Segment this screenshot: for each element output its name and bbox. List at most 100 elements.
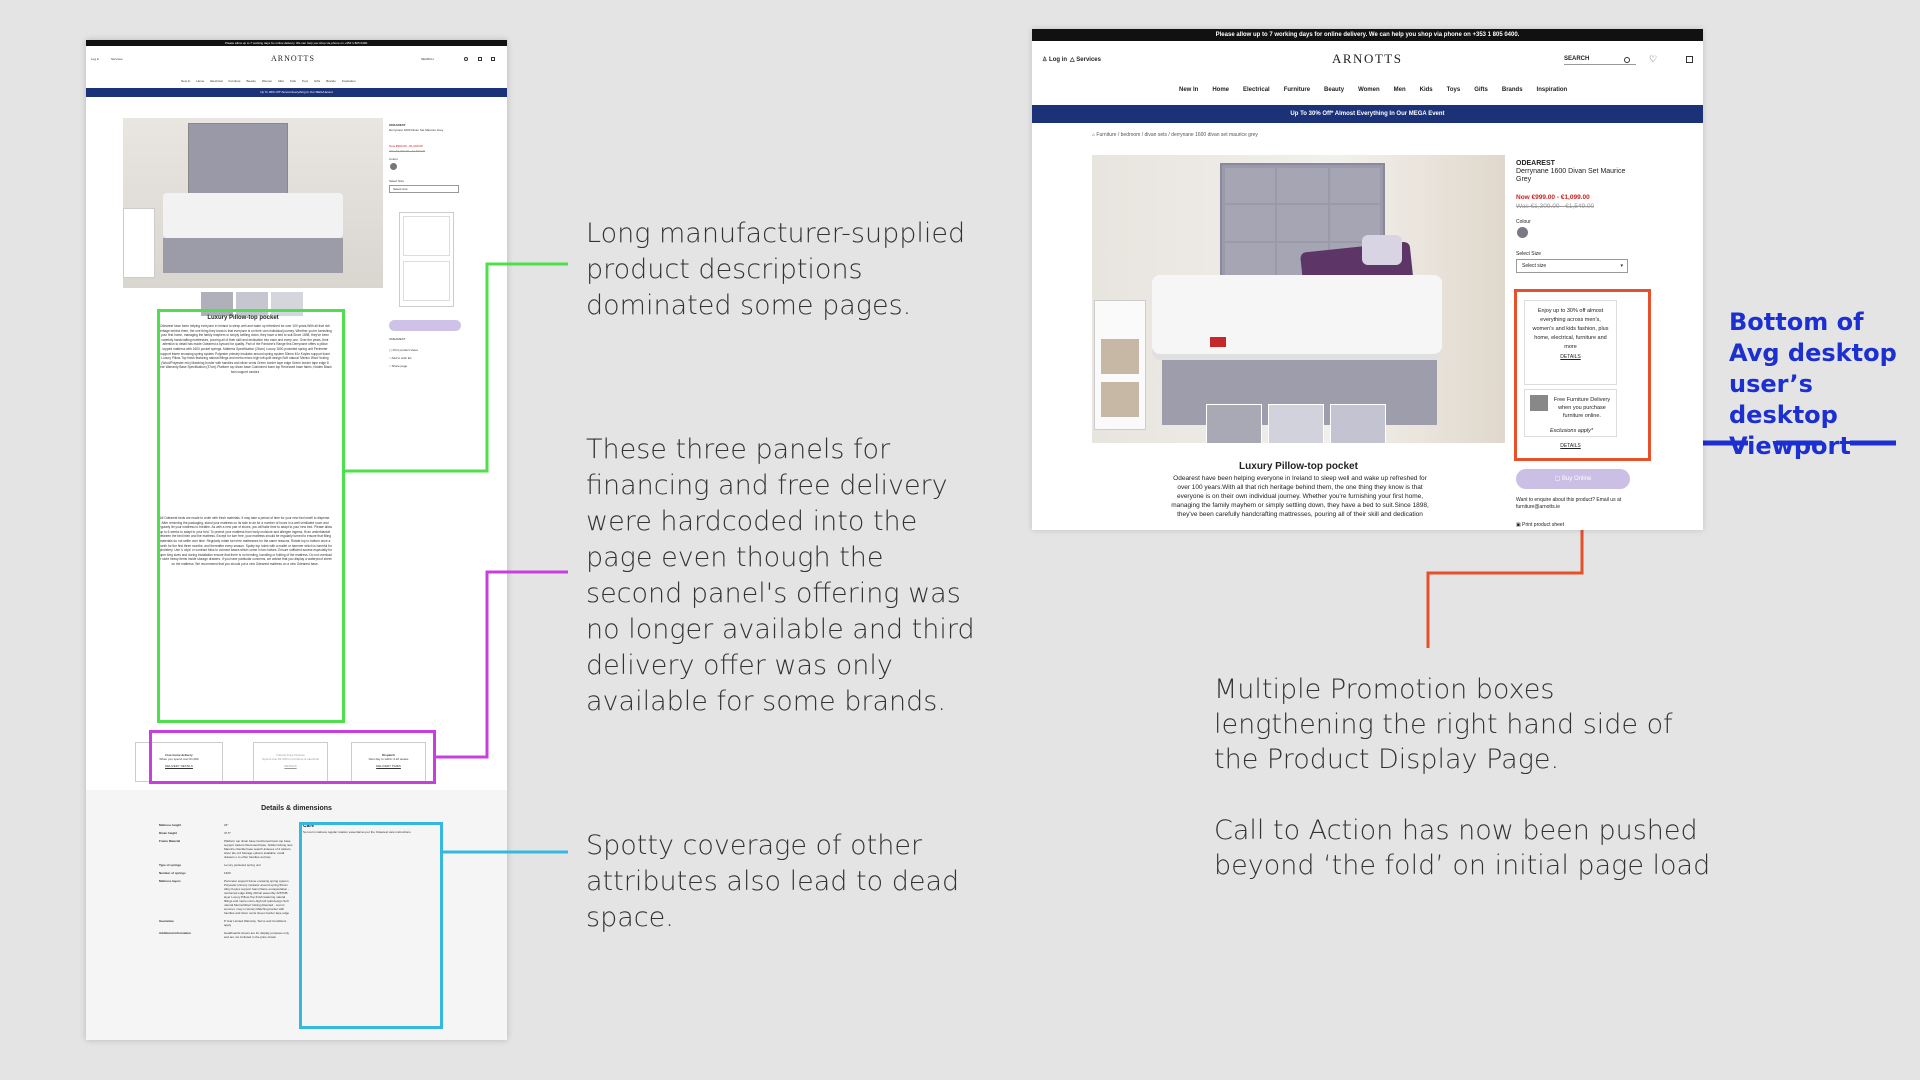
panel-subtitle: Next day to within 3-10 weeks bbox=[368, 757, 409, 761]
select-size-label: Select Size bbox=[1516, 251, 1542, 257]
attr-value: Platform top divan base Cushioned foam t… bbox=[224, 839, 293, 859]
thumbnail-2[interactable] bbox=[1268, 404, 1324, 444]
nav-men[interactable]: Men bbox=[1393, 87, 1406, 93]
top-announcement-bar: Please allow up to 7 working days for on… bbox=[1032, 29, 1703, 41]
nav-inspiration[interactable]: Inspiration bbox=[1536, 87, 1568, 93]
print-sheet-link[interactable]: ▢ Print product sheet bbox=[389, 348, 418, 352]
add-to-list-link[interactable]: ○ Add to wish list bbox=[389, 356, 412, 360]
annotation-cta: Call to Action has now been pushed beyon… bbox=[1214, 815, 1711, 881]
nav-item[interactable]: Men bbox=[278, 79, 285, 83]
heart-icon[interactable] bbox=[478, 57, 482, 61]
services-link[interactable]: Services bbox=[111, 57, 123, 61]
thumbnail[interactable] bbox=[201, 292, 233, 316]
nav-item[interactable]: Kids bbox=[290, 79, 296, 83]
nav-item[interactable]: Furniture bbox=[228, 79, 241, 83]
product-image bbox=[123, 118, 383, 288]
chevron-down-icon: ▾ bbox=[1620, 263, 1623, 269]
promo-box-sale: Enjoy up to 30% off almost everything ac… bbox=[1524, 300, 1617, 385]
nav-beauty[interactable]: Beauty bbox=[1324, 87, 1345, 93]
annotation-viewport: Bottom of Avg desktop user’s desktop Vie… bbox=[1729, 308, 1897, 460]
buy-online-button[interactable] bbox=[389, 320, 461, 331]
nav-item[interactable]: Toys bbox=[301, 79, 309, 83]
share-link[interactable]: ○ Share page bbox=[389, 364, 408, 368]
nav-item[interactable]: Brands bbox=[326, 79, 336, 83]
thumbnail-1[interactable] bbox=[1206, 404, 1262, 444]
nav-gifts[interactable]: Gifts bbox=[1474, 87, 1488, 93]
thumbnail[interactable] bbox=[271, 292, 303, 316]
delivery-details-link[interactable]: DETAILS bbox=[1560, 443, 1581, 449]
search-icon[interactable] bbox=[1624, 57, 1630, 63]
nav-item[interactable]: Inspiration bbox=[341, 79, 356, 83]
bag-icon[interactable] bbox=[491, 57, 495, 61]
cushion bbox=[1362, 235, 1402, 265]
price-now: Now €999.00 - €1,099.00 bbox=[389, 144, 423, 148]
product-name: Derrynane 1600 Divan Set Maurice Grey bbox=[389, 128, 444, 132]
breadcrumb[interactable]: ⌂ Furniture / bedroom / divan sets / der… bbox=[1092, 132, 1258, 138]
services-link[interactable]: △ Services bbox=[1070, 56, 1101, 63]
user-icon: ♙ bbox=[1042, 57, 1050, 63]
panel-link[interactable]: DELIVERY DETAILS bbox=[165, 764, 193, 768]
size-select[interactable]: Select size ▾ bbox=[1516, 259, 1628, 273]
care-title: Care bbox=[303, 823, 315, 829]
description-highlight bbox=[157, 309, 345, 723]
promo-banner[interactable]: Up To 30% Off* Almost Everything In Our … bbox=[86, 88, 507, 97]
colour-swatch[interactable] bbox=[390, 163, 397, 170]
panel-link[interactable]: DELIVERY TIMES bbox=[376, 764, 401, 768]
nav-item[interactable]: Electrical bbox=[210, 79, 223, 83]
services-label: Services bbox=[1076, 57, 1101, 63]
search-input[interactable]: SEARCH bbox=[1564, 53, 1636, 65]
login-link[interactable]: Log in bbox=[91, 57, 100, 61]
annotation-panels: These three panels for financing and fre… bbox=[586, 434, 975, 717]
main-nav: New In Home Electrical Furniture Beauty … bbox=[181, 79, 356, 83]
panel-link[interactable]: DETAILS bbox=[284, 764, 297, 768]
nav-item[interactable]: Home bbox=[196, 79, 205, 83]
size-select[interactable]: Select size bbox=[389, 185, 459, 193]
nav-item[interactable]: Beauty bbox=[246, 79, 256, 83]
price-now: Now €999.00 - €1,099.00 bbox=[1516, 194, 1590, 201]
annotation-attributes: Spotty coverage of other attributes also… bbox=[586, 830, 960, 933]
thumbnail-3[interactable] bbox=[1330, 404, 1386, 444]
search-icon[interactable] bbox=[464, 57, 468, 61]
promo-details-link[interactable]: DETAILS bbox=[1560, 354, 1581, 360]
price-was: Was €1,309.00 - €1,549.00 bbox=[389, 149, 426, 153]
home-icon: ⌂ bbox=[1092, 132, 1097, 138]
colour-swatch[interactable] bbox=[1517, 227, 1528, 238]
product-brand: ODEAREST bbox=[389, 123, 406, 127]
nav-kids[interactable]: Kids bbox=[1419, 87, 1433, 93]
nav-furniture[interactable]: Furniture bbox=[1283, 87, 1311, 93]
search-input[interactable]: SEARCH bbox=[421, 57, 434, 61]
nav-home[interactable]: Home bbox=[1212, 87, 1230, 93]
nav-toys[interactable]: Toys bbox=[1446, 87, 1461, 93]
nav-women[interactable]: Women bbox=[1358, 87, 1380, 93]
heart-icon[interactable]: ♡ bbox=[1649, 54, 1658, 64]
main-nav: New In Home Electrical Furniture Beauty … bbox=[1172, 87, 1574, 93]
side-table bbox=[1094, 300, 1146, 430]
full-product-page-thumbnail: Please allow up to 7 working days for on… bbox=[86, 40, 507, 1040]
nav-electrical[interactable]: Electrical bbox=[1243, 87, 1270, 93]
buy-online-label: Buy Online bbox=[1561, 476, 1592, 482]
print-sheet-link[interactable]: ▣ Print product sheet bbox=[1516, 522, 1564, 528]
size-select-value: Select size bbox=[1522, 263, 1547, 269]
promo-box-delivery bbox=[403, 261, 450, 301]
nav-brands[interactable]: Brands bbox=[1501, 87, 1523, 93]
nav-item[interactable]: Gifts bbox=[314, 79, 321, 83]
details-title: Details & dimensions bbox=[261, 805, 332, 812]
attr-value: 37.5" bbox=[224, 831, 231, 835]
brand-logo[interactable]: ARNOTTS bbox=[271, 54, 315, 63]
bag-icon[interactable] bbox=[1686, 56, 1693, 63]
bag-icon: ▢ bbox=[1554, 476, 1562, 482]
enquire-text[interactable]: Want to enquire about this product? Emai… bbox=[1516, 497, 1622, 510]
promo-banner[interactable]: Up To 30% Off* Almost Everything In Our … bbox=[1032, 105, 1703, 123]
attr-key: Mattress height bbox=[159, 823, 182, 827]
annotation-promo-boxes: Multiple Promotion boxes lengthening the… bbox=[1214, 674, 1673, 775]
product-image bbox=[1092, 155, 1505, 443]
nav-item[interactable]: New In bbox=[181, 79, 191, 83]
buy-online-button[interactable]: ▢ Buy Online bbox=[1516, 469, 1630, 489]
nav-new-in[interactable]: New In bbox=[1179, 87, 1199, 93]
login-link[interactable]: ♙ Log in bbox=[1042, 56, 1067, 63]
thumbnail[interactable] bbox=[236, 292, 268, 316]
price-was: Was €1,309.00 - €1,549.00 bbox=[1516, 203, 1595, 210]
brand-logo[interactable]: ARNOTTS bbox=[1332, 51, 1403, 66]
nav-item[interactable]: Women bbox=[261, 79, 273, 83]
side-table bbox=[123, 208, 155, 278]
